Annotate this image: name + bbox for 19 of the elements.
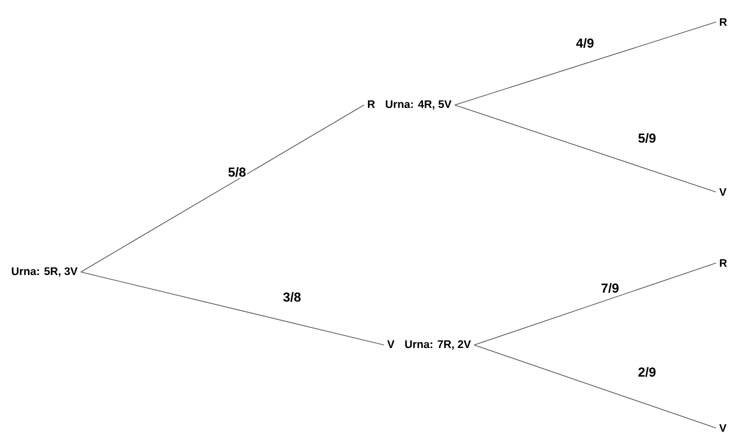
branch-line: [80, 272, 384, 346]
probability-label: 7/9: [600, 282, 620, 294]
branch-line: [474, 262, 716, 346]
branch-line: [80, 104, 364, 272]
tree-node-label: R Urna: 4R, 5V: [368, 100, 452, 110]
branch-line: [474, 344, 716, 428]
tree-node-label: Urna: 5R, 3V: [12, 267, 78, 277]
tree-node-label: R: [720, 18, 727, 26]
tree-node-label: R: [720, 259, 727, 267]
probability-label: 2/9: [636, 366, 658, 378]
branch-line: [454, 22, 716, 106]
tree-node-label: V: [719, 188, 726, 196]
tree-node-label: V: [719, 424, 726, 432]
probability-label: 3/8: [282, 291, 302, 303]
branch-line: [454, 104, 716, 192]
probability-label: 4/9: [574, 37, 596, 49]
probability-label: 5/8: [226, 166, 248, 178]
probability-label: 5/9: [636, 132, 658, 144]
tree-node-label: V Urna: 7R, 2V: [387, 340, 471, 350]
